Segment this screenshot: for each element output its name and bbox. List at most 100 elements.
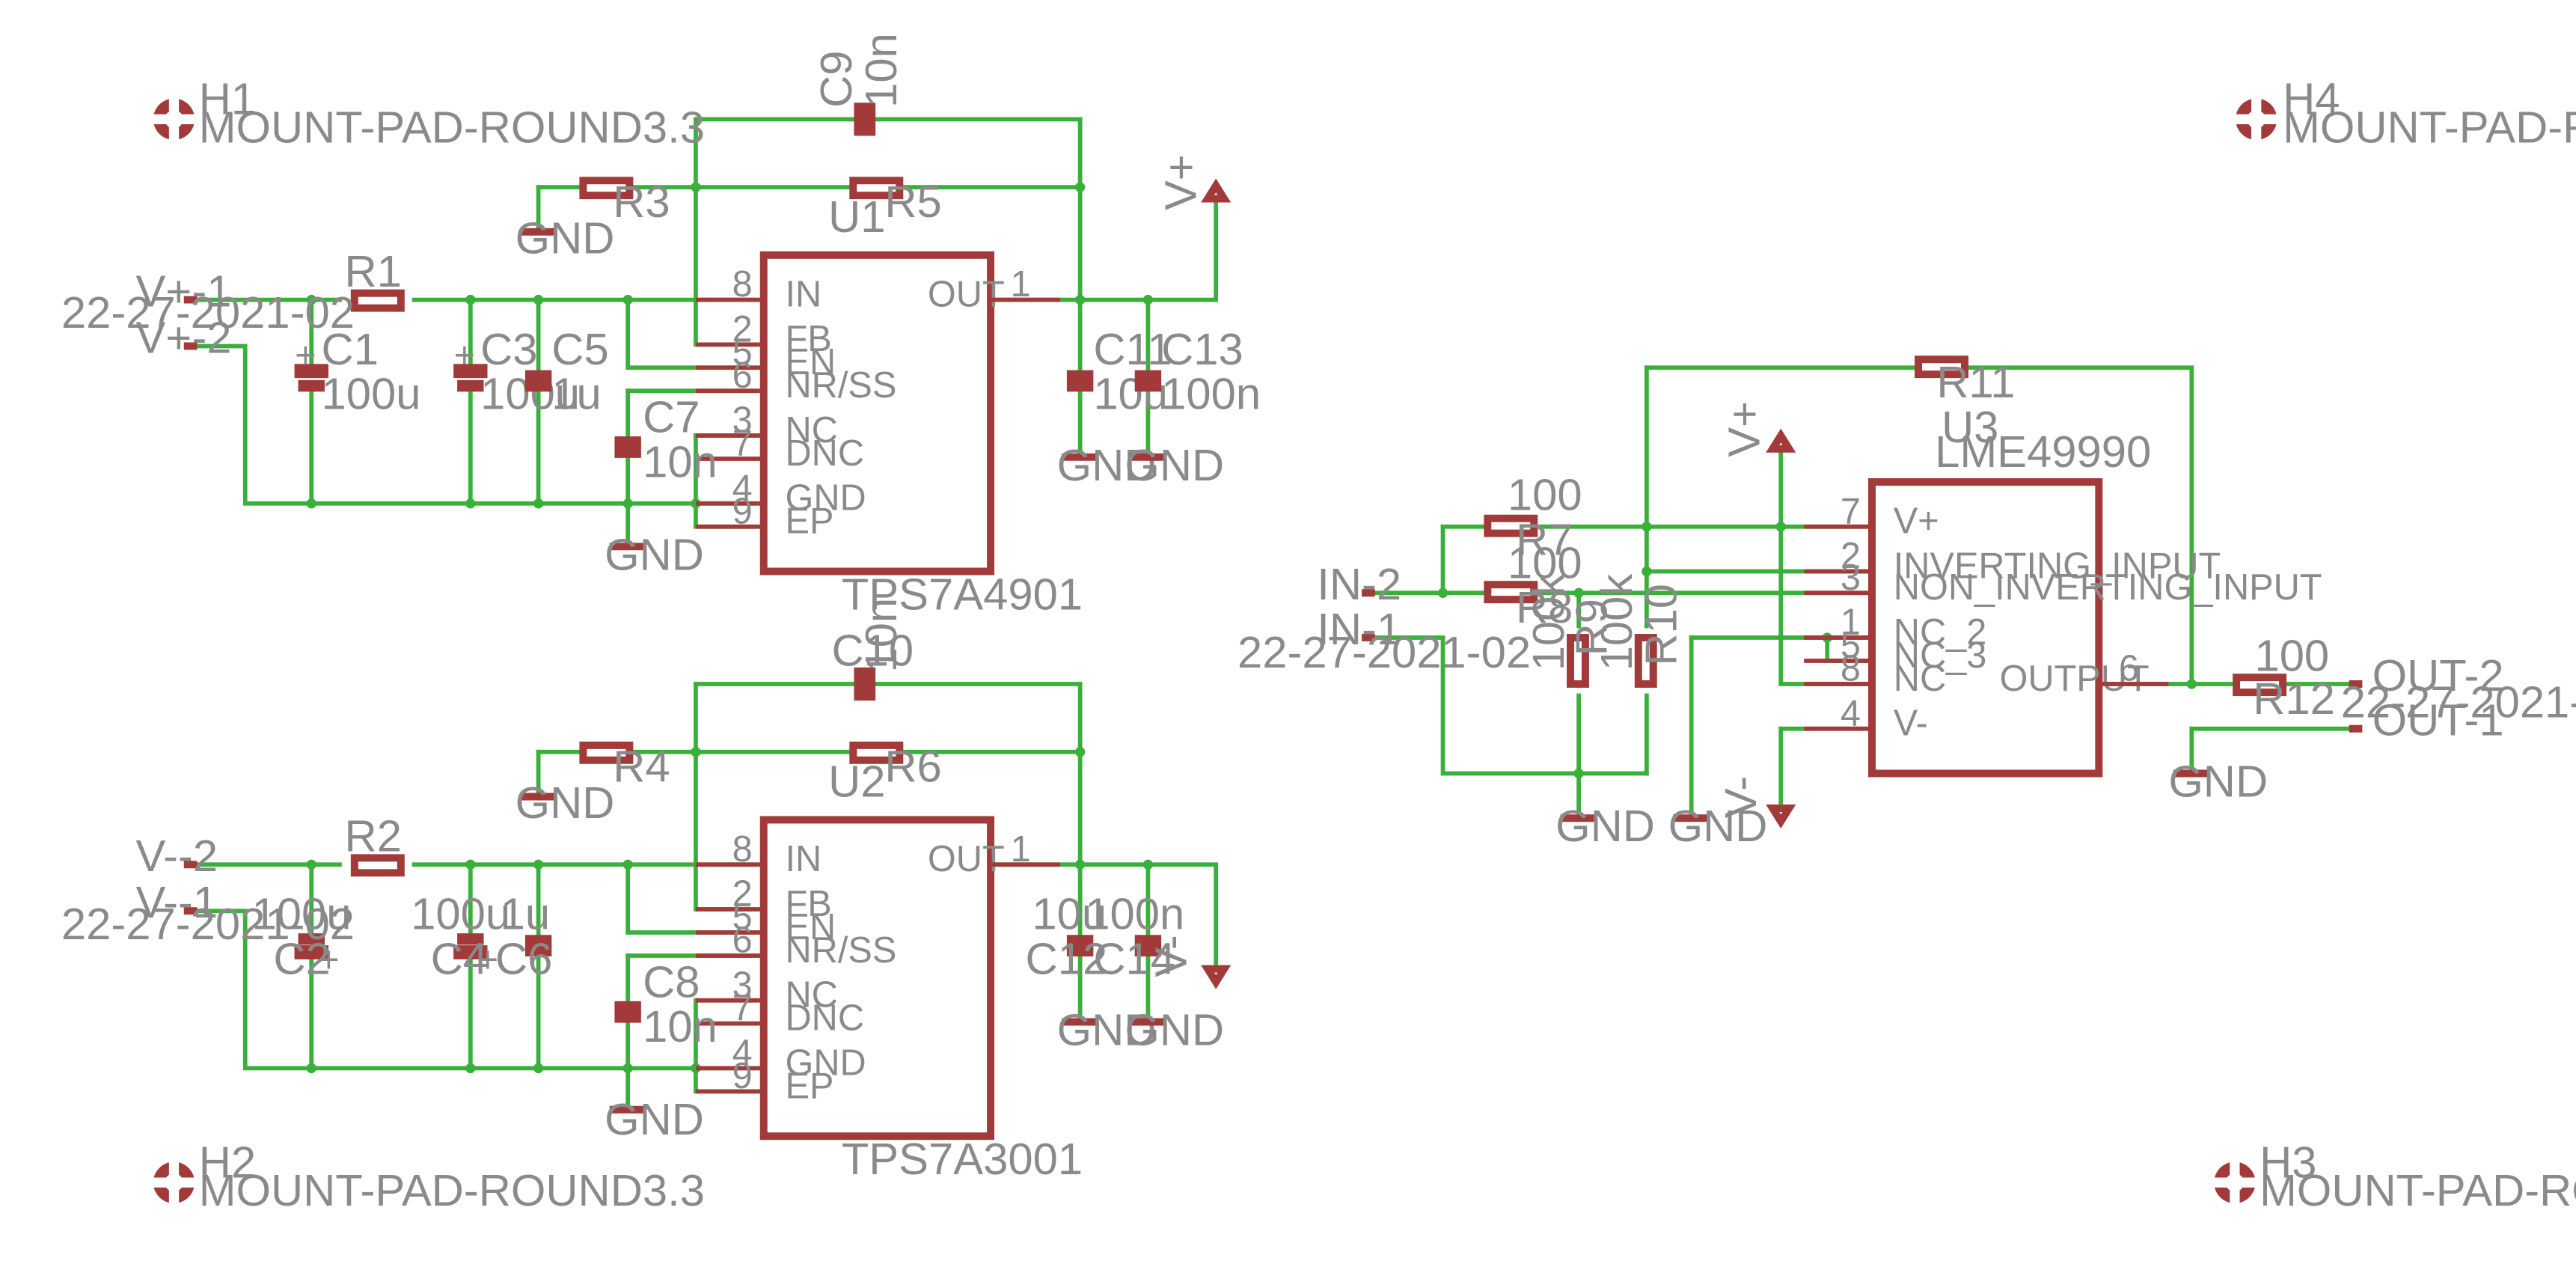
svg-text:R9: R9 [1567,599,1617,656]
capacitor-c14: 100n C14 [1085,889,1184,984]
svg-text:MOUNT-PAD-ROUND3.3: MOUNT-PAD-ROUND3.3 [2283,102,2576,152]
connector-in: IN-2 IN-1 22-27-2021-02 [1237,559,1531,677]
svg-text:FB: FB [786,319,832,359]
svg-text:U2: U2 [828,757,885,807]
svg-text:H1: H1 [199,74,256,124]
svg-text:C5: C5 [551,324,608,374]
svg-text:C10: C10 [832,626,914,676]
svg-text:OUT-2: OUT-2 [2372,650,2504,700]
svg-text:C7: C7 [643,392,700,442]
svg-text:NC_3: NC_3 [1894,635,1987,676]
svg-text:10n: 10n [856,598,906,673]
svg-text:NC: NC [786,410,838,451]
capacitor-c2: + 100u C2 [252,889,352,984]
svg-text:100: 100 [1508,470,1582,520]
svg-text:GND: GND [605,1094,704,1144]
svg-text:4: 4 [732,1033,753,1073]
svg-text:V--2: V--2 [136,831,218,881]
svg-text:NR/SS: NR/SS [786,930,897,971]
resistor-r6: R6 [849,742,942,792]
svg-text:R4: R4 [613,742,670,792]
svg-text:LME49990: LME49990 [1935,427,2151,477]
svg-text:R3: R3 [613,177,670,227]
resistor-r12: 100 R12 [2233,630,2335,724]
svg-text:2: 2 [1841,536,1861,576]
svg-text:2: 2 [732,309,753,349]
svg-text:10n: 10n [856,33,906,108]
resistor-r5: R5 [849,177,942,227]
svg-text:10n: 10n [643,1001,718,1051]
svg-text:OUT: OUT [928,839,1005,879]
connector-vplus: V+-1 22-27-2021-02 V+-2 [61,266,355,362]
svg-text:GND: GND [2168,757,2268,807]
capacitor-c10: C10 10n [832,598,914,701]
svg-text:100: 100 [2254,630,2329,680]
connector-pins [183,296,2363,915]
svg-text:C11: C11 [1093,324,1172,374]
svg-text:3: 3 [732,400,753,441]
svg-text:R11: R11 [1936,357,2015,407]
svg-text:+: + [295,335,316,376]
svg-text:4: 4 [1841,693,1861,733]
svg-text:U1: U1 [828,192,885,242]
svg-text:C12: C12 [1026,933,1108,983]
svg-text:1: 1 [1011,264,1031,305]
svg-text:V-: V- [1894,703,1928,744]
capacitor-c9: C9 10n [811,33,906,136]
svg-text:100n: 100n [1085,889,1184,939]
capacitor-c8: C8 10n [614,956,718,1051]
svg-text:C8: C8 [643,956,700,1007]
svg-text:EP: EP [786,1066,834,1106]
svg-text:IN-1: IN-1 [1317,604,1401,654]
connector-vminus: V--2 V--1 22-27-2021-02 [61,831,355,949]
svg-text:NC: NC [1894,659,1946,699]
svg-text:1: 1 [1841,602,1861,643]
svg-text:C6: C6 [495,933,552,983]
svg-text:EP: EP [786,501,834,542]
svg-text:5: 5 [732,332,753,373]
svg-text:NON_INVERTING_INPUT: NON_INVERTING_INPUT [1894,567,2322,608]
svg-text:100u: 100u [322,369,421,419]
svg-text:H4: H4 [2283,74,2340,124]
vplus-supply-symbol: V+ [1156,154,1232,210]
svg-text:7: 7 [732,988,753,1028]
svg-text:100n: 100n [1161,369,1261,419]
opamp-power-symbols: V+ V- [1716,401,1796,829]
resistor-r2: R2 [345,811,405,877]
opamp-u3: U3 LME49990 V+ INVERTING_INPUT NON_INVER… [1804,402,2322,778]
svg-text:GND: GND [786,1042,866,1083]
svg-text:V-: V- [1145,935,1196,977]
svg-text:V+-2: V+-2 [136,312,232,362]
svg-text:1: 1 [1011,829,1031,870]
svg-text:22-27-2021-02: 22-27-2021-02 [61,287,355,338]
svg-text:MOUNT-PAD-ROUND3.3: MOUNT-PAD-ROUND3.3 [199,1165,705,1215]
svg-text:100: 100 [1508,537,1582,587]
svg-text:GND: GND [1057,1004,1157,1054]
resistor-r8: 100 R8 [1484,537,1582,632]
regulator-u2: U2 TPS7A3001 IN FB EN NR/SS NC DNC GND E… [695,757,1083,1184]
svg-text:GND: GND [605,529,704,579]
svg-text:100u: 100u [411,889,510,939]
svg-text:GND: GND [1668,801,1768,851]
svg-text:22-27-2021-02: 22-27-2021-02 [1237,627,1531,677]
junctions [306,182,2197,1074]
resistor-r9: 100k R9 [1523,574,1617,688]
capacitor-c13: C13 100n [1134,324,1261,419]
svg-text:IN-2: IN-2 [1317,559,1401,609]
mount-hole-h3: H3 MOUNT-PAD-ROUND3.3 [2211,1138,2576,1215]
svg-text:5: 5 [1841,626,1861,666]
svg-text:TPS7A4901: TPS7A4901 [842,569,1083,619]
ground-symbols-opamp: GND GND GND [1555,757,2268,852]
svg-text:6: 6 [732,355,753,396]
capacitor-c3: + C3 100u [453,324,580,419]
svg-text:V--1: V--1 [136,877,218,927]
svg-text:R10: R10 [1636,584,1686,666]
svg-text:9: 9 [732,1056,753,1096]
svg-text:C13: C13 [1161,324,1243,374]
mount-hole-h2: H2 MOUNT-PAD-ROUND3.3 [150,1138,705,1215]
svg-text:DNC: DNC [786,998,865,1039]
svg-text:INVERTING_INPUT: INVERTING_INPUT [1894,546,2221,586]
svg-text:6: 6 [732,921,753,961]
resistor-r11: R11 [1915,355,2016,407]
